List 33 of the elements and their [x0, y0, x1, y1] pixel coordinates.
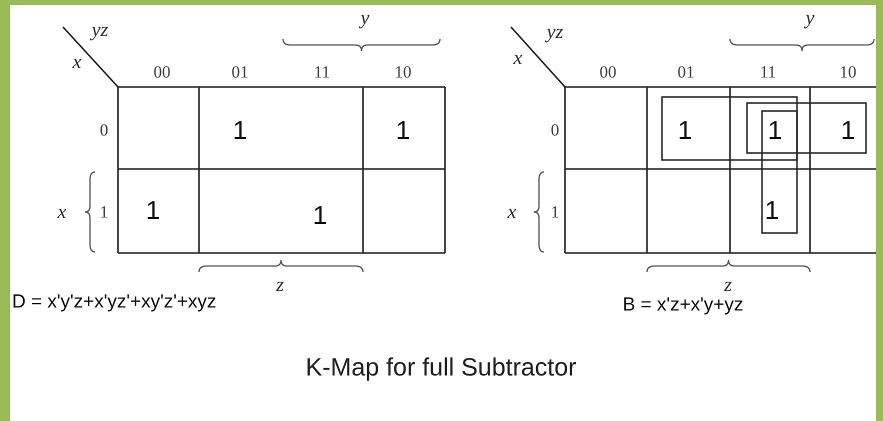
row-header: 0: [100, 122, 108, 138]
variable-label: x: [58, 202, 66, 222]
row-header: 1: [100, 204, 108, 220]
variable-label: y: [806, 8, 814, 28]
variable-label: yz: [92, 20, 108, 40]
column-header: 10: [840, 64, 856, 80]
column-header: 11: [760, 64, 776, 80]
variable-label: x: [514, 48, 522, 68]
boolean-expression: B = x'z+x'y+yz: [622, 296, 744, 314]
cell-value: 1: [312, 202, 328, 228]
column-header: 00: [154, 64, 170, 80]
cell-value: 1: [678, 117, 692, 143]
column-header: 11: [314, 64, 330, 80]
variable-label: y: [360, 8, 370, 28]
cell-value: 1: [396, 117, 410, 143]
boolean-expression: D = x'y'z+x'yz'+xy'z'+xyz: [12, 292, 216, 312]
row-header: 1: [550, 204, 560, 220]
variable-label: x: [508, 202, 516, 222]
cell-value: 1: [764, 197, 780, 223]
variable-label: z: [276, 275, 284, 295]
column-header: 01: [232, 64, 248, 80]
row-header: 0: [550, 122, 560, 138]
variable-label: z: [724, 275, 732, 295]
cell-value: 1: [840, 117, 856, 143]
caption: K-Map for full Subtractor: [306, 356, 576, 380]
column-header: 10: [394, 64, 412, 80]
column-header: 00: [600, 64, 616, 80]
column-header: 01: [678, 64, 694, 80]
variable-label: yz: [546, 22, 564, 42]
variable-label: x: [72, 52, 82, 72]
cell-value: 1: [146, 197, 160, 223]
cell-value: 1: [768, 117, 782, 143]
cell-value: 1: [232, 117, 248, 143]
